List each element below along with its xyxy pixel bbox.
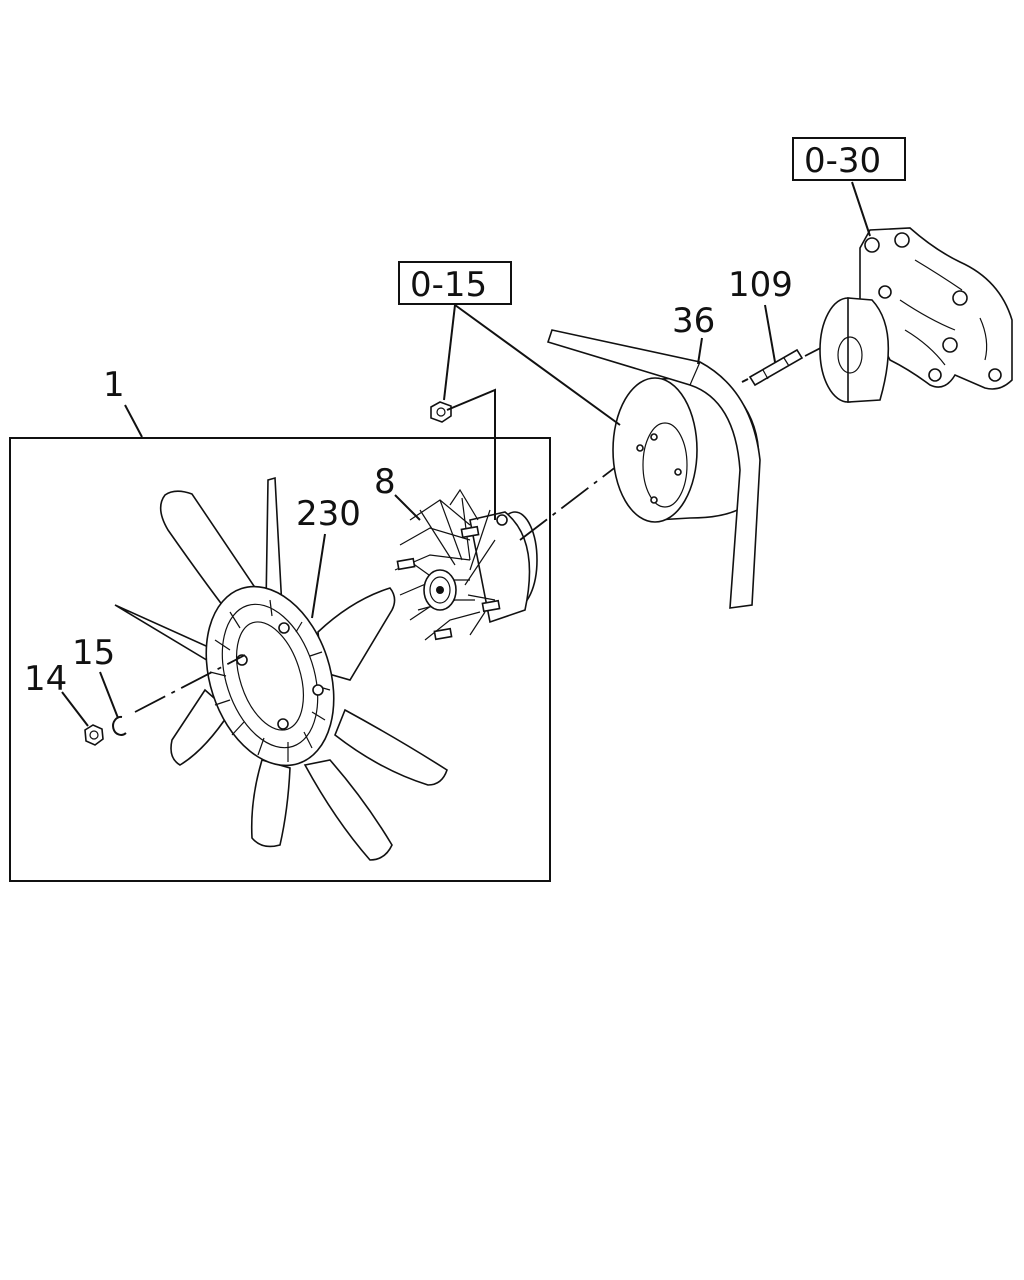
label-ref-pump: 0-30	[804, 141, 881, 181]
fan-clutch	[394, 488, 538, 641]
ref-box-0-30	[792, 137, 906, 181]
assembly-centerline-2	[519, 436, 656, 541]
ref-box-0-15	[398, 261, 512, 305]
leader-lines	[61, 181, 871, 727]
label-washer: 15	[72, 633, 115, 673]
assembly-centerline-1	[134, 654, 246, 713]
label-stud: 109	[728, 265, 793, 305]
v-belt	[546, 329, 761, 609]
label-nut: 14	[24, 659, 67, 699]
label-clutch: 8	[374, 462, 396, 502]
label-fan-assembly: 1	[103, 365, 125, 405]
fan-assembly-box	[9, 437, 551, 882]
washer-part	[112, 715, 127, 736]
stud-bolt	[741, 348, 804, 387]
label-belt: 36	[672, 301, 715, 341]
ref-0-15-nut	[430, 401, 452, 423]
water-pump	[819, 227, 1013, 403]
cooling-fan	[114, 476, 448, 861]
nut-part	[84, 724, 104, 746]
label-fan: 230	[296, 494, 361, 534]
label-ref-nut: 0-15	[410, 265, 487, 305]
